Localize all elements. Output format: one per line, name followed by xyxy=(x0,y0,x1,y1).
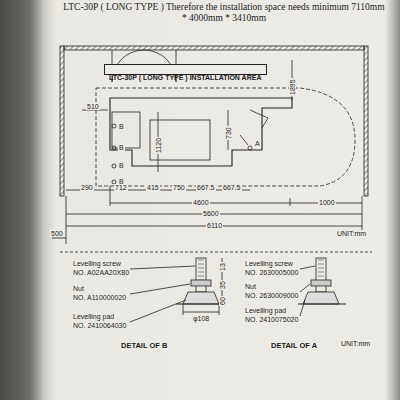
dimension: φ108 xyxy=(192,315,210,322)
dimension: 667.5 xyxy=(196,184,216,191)
part-name: Nut xyxy=(72,285,85,292)
pad-mark: B xyxy=(118,162,125,169)
dimension: 730 xyxy=(225,126,232,140)
dimension: 4600 xyxy=(192,199,210,206)
part-name: Levelling pad xyxy=(244,307,287,314)
page-heading: LTC-30P ( LONG TYPE ) Therefore the inst… xyxy=(60,2,388,24)
detail-title: DETAIL OF B xyxy=(120,342,168,350)
dimension: 1000 xyxy=(318,199,336,206)
part-number: NO. A110000020 xyxy=(72,294,127,301)
dimension: 6110 xyxy=(206,222,223,229)
dimension: 712 xyxy=(114,184,128,191)
dimension: 667.5 xyxy=(222,184,242,191)
dimension: 750 xyxy=(172,184,186,191)
unit-note: UNIT:mm xyxy=(340,340,371,347)
dimension: 13 xyxy=(219,262,226,272)
dimension: 1895 xyxy=(289,78,296,96)
part-number: NO. A02AA20X80 xyxy=(72,269,130,276)
pad-mark: B xyxy=(118,144,125,151)
part-number: NO. 2630005000 xyxy=(244,269,299,276)
dimension: 60 xyxy=(219,296,226,306)
pad-mark: A xyxy=(254,140,261,147)
dimension: 1120 xyxy=(155,137,162,154)
dimension: 290 xyxy=(80,184,94,191)
pad-mark: B xyxy=(118,123,125,130)
part-name: Levelling screw xyxy=(72,260,122,267)
dimension: 5600 xyxy=(202,210,220,217)
area-title: LTC-30P ( LONG TYPE ) INSTALLATION AREA xyxy=(109,74,261,81)
part-number: NO. 2410075020 xyxy=(244,316,299,323)
dimension: 510 xyxy=(86,103,100,110)
dimension: 35 xyxy=(219,280,226,290)
dimension: 415 xyxy=(146,184,160,191)
unit-note: UNIT:mm xyxy=(336,230,367,237)
part-number: NO. 2410064030 xyxy=(72,322,127,329)
part-name: Levelling pad xyxy=(72,313,115,320)
part-number: NO. 2630009000 xyxy=(244,292,299,299)
area-title-box: LTC-30P ( LONG TYPE ) INSTALLATION AREA xyxy=(104,64,267,75)
part-name: Levelling screw xyxy=(244,260,294,267)
part-name: Nut xyxy=(244,283,257,290)
dimension: 500 xyxy=(50,230,64,237)
detail-title: DETAIL OF A xyxy=(270,342,318,350)
